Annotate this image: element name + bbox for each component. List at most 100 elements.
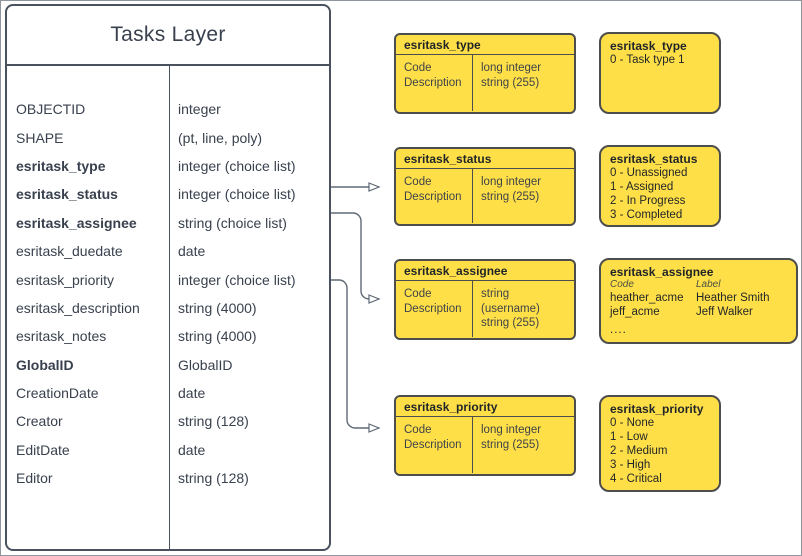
schema-field-type: string (255) — [481, 76, 540, 89]
field-name: esritask_duedate — [16, 243, 123, 260]
schema-field-type: long integer — [481, 176, 542, 188]
field-type: string (choice list) — [178, 214, 287, 231]
field-name: OBJECTID — [16, 101, 86, 118]
domain-values-more-indicator: .... — [610, 324, 627, 336]
domain-schema-field-types: long integer string (255) — [473, 55, 574, 111]
schema-field-type: string (255) — [481, 438, 540, 451]
field-type: integer (choice list) — [178, 271, 296, 288]
domain-value-cell: heather_acme — [610, 292, 684, 304]
domain-schema-title: esritask_type — [396, 35, 574, 55]
domain-value-item: 4 - Critical — [610, 473, 662, 485]
domain-values-title: esritask_priority — [610, 402, 704, 416]
domain-schema-title: esritask_priority — [396, 397, 574, 417]
field-name: esritask_status — [16, 186, 118, 203]
field-name: Editor — [16, 470, 53, 487]
connector-assignee — [331, 212, 381, 304]
domain-schema-field-types: string (username)string (255) — [473, 281, 574, 337]
field-type: integer (choice list) — [178, 157, 296, 174]
field-name: EditDate — [16, 441, 70, 458]
field-name: SHAPE — [16, 129, 64, 146]
schema-field-type: long integer — [481, 424, 542, 436]
connector-priority — [331, 279, 381, 433]
field-row: SHAPE (pt, line, poly) — [7, 123, 329, 151]
domain-value-item: 2 - Medium — [610, 445, 668, 457]
field-row: esritask_status integer (choice list) — [7, 180, 329, 208]
domain-value-item: 1 - Low — [610, 431, 648, 443]
tasks-layer-title: Tasks Layer — [7, 6, 329, 66]
field-type: GlobalID — [178, 356, 233, 373]
field-name: esritask_notes — [16, 328, 107, 345]
schema-field-name: Code — [404, 424, 432, 436]
schema-field-name: Code — [404, 62, 432, 74]
tasks-layer-column-divider — [169, 66, 170, 549]
domain-values-title: esritask_type — [610, 39, 687, 53]
domain-value-cell: jeff_acme — [610, 306, 660, 318]
schema-field-type: string (255) — [481, 190, 540, 203]
field-name: esritask_assignee — [16, 214, 137, 231]
field-row: esritask_priority integer (choice list) — [7, 265, 329, 293]
domain-schema-field-types: long integer string (255) — [473, 169, 574, 223]
field-type: date — [178, 441, 206, 458]
field-row: esritask_description string (4000) — [7, 294, 329, 322]
field-name: Creator — [16, 413, 63, 430]
field-type: string (4000) — [178, 299, 257, 316]
field-type: string (4000) — [178, 328, 257, 345]
schema-field-type: string (username) — [481, 288, 540, 315]
field-type: integer — [178, 101, 221, 118]
domain-values-title: esritask_assignee — [610, 265, 714, 279]
domain-value-item: 0 - Task type 1 — [610, 54, 685, 66]
schema-field-name: Description — [404, 438, 462, 451]
domain-values-column-header: Label — [696, 279, 721, 290]
field-type: string (128) — [178, 470, 249, 487]
domain-value-item: 2 - In Progress — [610, 195, 686, 207]
schema-field-type: long integer — [481, 62, 542, 74]
schema-field-name: Description — [404, 76, 462, 89]
field-row: CreationDate date — [7, 379, 329, 407]
field-row: esritask_assignee string (choice list) — [7, 209, 329, 237]
field-row: esritask_notes string (4000) — [7, 322, 329, 350]
field-name: esritask_description — [16, 299, 140, 316]
field-row: esritask_duedate date — [7, 237, 329, 265]
field-type: integer (choice list) — [178, 186, 296, 203]
field-name: esritask_priority — [16, 271, 115, 288]
domain-value-item: 1 - Assigned — [610, 181, 674, 193]
schema-field-name: Description — [404, 302, 462, 315]
domain-value-cell: Jeff Walker — [696, 306, 753, 318]
domain-value-item: 0 - Unassigned — [610, 167, 688, 179]
domain-value-item: 3 - Completed — [610, 209, 683, 221]
field-name: CreationDate — [16, 385, 99, 402]
field-row: Editor string (128) — [7, 464, 329, 492]
field-type: date — [178, 243, 206, 260]
schema-field-name: Description — [404, 190, 462, 203]
domain-values-column-header: Code — [610, 279, 634, 290]
schema-field-name: Code — [404, 176, 432, 188]
domain-schema-title: esritask_assignee — [396, 261, 574, 281]
domain-values-table: Code Label heather_acme Heather Smith jeff_a… — [610, 279, 787, 319]
domain-value-cell: Heather Smith — [696, 292, 770, 304]
field-type: (pt, line, poly) — [178, 129, 263, 146]
schema-field-name: Code — [404, 288, 432, 300]
domain-values-title: esritask_status — [610, 152, 698, 166]
field-type: date — [178, 385, 206, 402]
